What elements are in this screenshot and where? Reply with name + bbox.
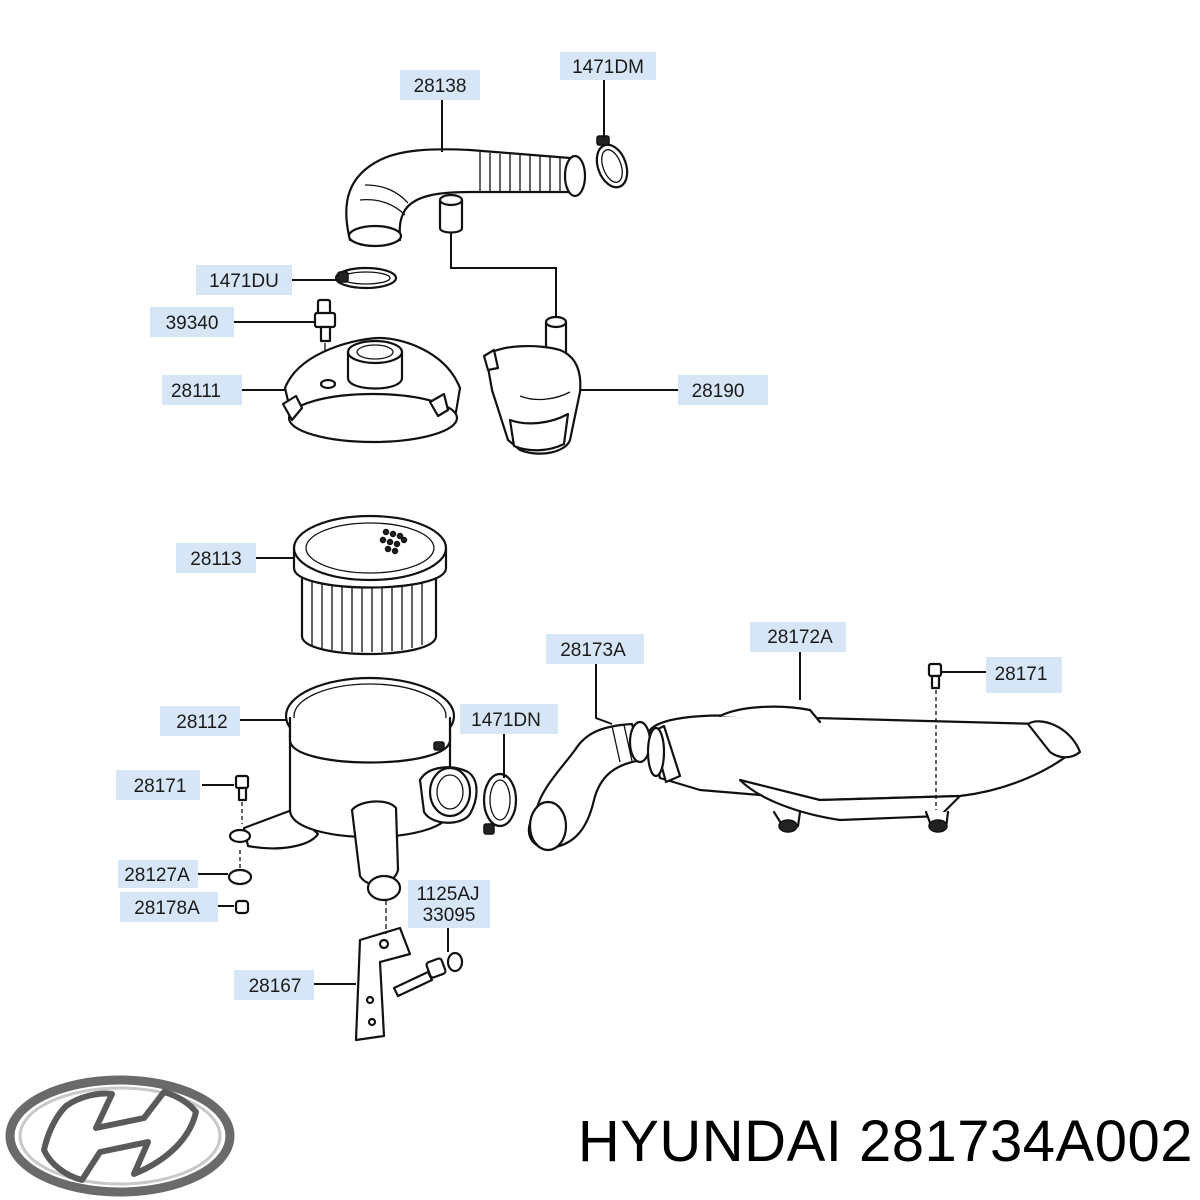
grommet-part xyxy=(234,899,250,915)
nut-part xyxy=(227,850,253,886)
mounting-bracket-part xyxy=(354,900,412,1042)
label-28111: 28111 xyxy=(162,375,242,405)
bolt-left-part xyxy=(234,774,250,824)
label-39340: 39340 xyxy=(150,307,234,337)
label-28172A: 28172A xyxy=(750,622,846,652)
label-28113-text: 28113 xyxy=(190,549,241,570)
label-28178A-text: 28178A xyxy=(134,898,200,919)
label-1471DU-text: 1471DU xyxy=(209,271,279,292)
label-33095-text: 33095 xyxy=(423,905,476,926)
label-28178A: 28178A xyxy=(120,892,218,922)
label-28173A-text: 28173A xyxy=(560,640,626,661)
temperature-sensor-part xyxy=(313,298,337,362)
bracket-bolt-part xyxy=(392,951,464,998)
air-cleaner-body-part xyxy=(228,676,478,902)
label-28173A: 28173A xyxy=(546,634,644,664)
label-28171-right: 28171 xyxy=(986,657,1062,693)
label-28138-text: 28138 xyxy=(414,76,467,97)
part-caption: HYUNDAI 281734A002 xyxy=(518,1108,1193,1175)
label-28111-text: 28111 xyxy=(171,381,221,402)
label-28127A: 28127A xyxy=(118,860,198,888)
air-cleaner-cover-part xyxy=(281,336,462,444)
label-28171-right-text: 28171 xyxy=(995,664,1048,685)
label-1125AJ-text: 1125AJ xyxy=(416,884,479,905)
label-28113: 28113 xyxy=(176,543,256,573)
air-intake-duct-part xyxy=(646,705,1082,833)
label-28112-text: 28112 xyxy=(176,712,227,733)
hyundai-logo-icon xyxy=(5,1075,235,1197)
bolt-right-part xyxy=(927,662,943,810)
leader-lines xyxy=(196,80,986,985)
air-filter-element-part xyxy=(292,514,448,656)
label-39340-text: 39340 xyxy=(166,313,219,334)
label-28127A-text: 28127A xyxy=(124,865,190,886)
label-28171-left: 28171 xyxy=(116,770,200,800)
part-number: 281734A002 xyxy=(859,1109,1193,1174)
label-28171-left-text: 28171 xyxy=(134,776,187,797)
label-1471DM-text: 1471DM xyxy=(572,57,644,78)
label-28167-text: 28167 xyxy=(249,976,302,997)
label-1471DM: 1471DM xyxy=(560,52,656,80)
label-28190: 28190 xyxy=(678,375,768,405)
label-28167: 28167 xyxy=(234,970,314,1000)
label-28190-text: 28190 xyxy=(692,381,745,402)
air-duct-hose-part xyxy=(527,720,652,852)
hose-clamp-upper-part xyxy=(334,266,398,290)
label-1471DN: 1471DN xyxy=(460,704,558,734)
brand-name: HYUNDAI xyxy=(577,1109,843,1174)
label-28112: 28112 xyxy=(160,706,240,736)
label-28138: 28138 xyxy=(400,70,480,100)
vacuum-line xyxy=(450,232,557,322)
label-1125AJ-33095: 1125AJ 33095 xyxy=(408,880,490,928)
hose-clamp-lower-part xyxy=(482,772,518,835)
intake-hose-part xyxy=(345,148,587,248)
label-1471DN-text: 1471DN xyxy=(471,710,541,731)
label-1471DU: 1471DU xyxy=(196,265,292,295)
label-28172A-text: 28172A xyxy=(767,627,833,648)
hose-clamp-top-part xyxy=(595,135,629,189)
resonator-part xyxy=(482,315,582,455)
